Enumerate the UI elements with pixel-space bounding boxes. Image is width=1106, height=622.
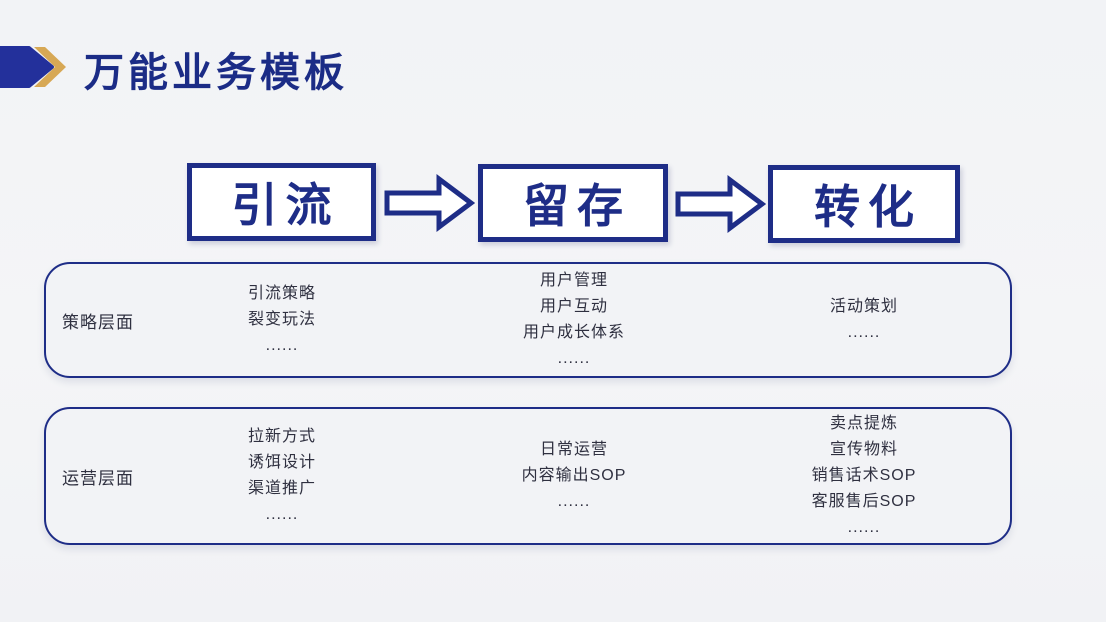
operations-band: 运营层面 拉新方式 诱饵设计 渠道推广 ...... 日常运营 内容输出SOP … <box>44 407 1012 545</box>
column-item: ...... <box>557 493 591 510</box>
column-item: 用户成长体系 <box>522 324 625 341</box>
stage-box-conversion: 转化 <box>768 165 960 243</box>
column-item: 内容输出SOP <box>521 467 627 484</box>
column-item: 用户互动 <box>539 298 608 315</box>
column-item: ...... <box>847 324 881 341</box>
operations-retention-column: 日常运营 内容输出SOP ...... <box>454 409 694 543</box>
flow-arrow-icon <box>384 174 475 232</box>
column-item: ...... <box>847 519 881 536</box>
operations-conversion-column: 卖点提炼 宣传物料 销售话术SOP 客服售后SOP ...... <box>744 409 984 543</box>
column-item: 客服售后SOP <box>811 493 917 510</box>
column-item: 用户管理 <box>539 272 608 289</box>
strategy-conversion-column: 活动策划 ...... <box>744 264 984 376</box>
column-item: 销售话术SOP <box>811 467 917 484</box>
column-item: 诱饵设计 <box>247 454 316 471</box>
strategy-retention-column: 用户管理 用户互动 用户成长体系 ...... <box>454 264 694 376</box>
strategy-band: 策略层面 引流策略 裂变玩法 ...... 用户管理 用户互动 用户成长体系 .… <box>44 262 1012 378</box>
stage-box-retention: 留存 <box>478 164 668 242</box>
column-item: ...... <box>265 506 299 523</box>
flow-arrow-icon <box>675 175 766 233</box>
page-title: 万能业务模板 <box>84 51 348 95</box>
strategy-traffic-column: 引流策略 裂变玩法 ...... <box>162 264 402 376</box>
column-item: 拉新方式 <box>247 428 316 445</box>
column-item: 日常运营 <box>539 441 608 458</box>
double-chevron-icon <box>0 46 66 88</box>
column-item: 裂变玩法 <box>247 311 316 328</box>
column-item: 卖点提炼 <box>829 415 898 432</box>
row-label: 运营层面 <box>62 468 134 488</box>
column-item: ...... <box>265 337 299 354</box>
stage-box-traffic: 引流 <box>187 163 376 241</box>
column-item: 活动策划 <box>829 298 898 315</box>
column-item: 引流策略 <box>247 285 316 302</box>
column-item: ...... <box>557 350 591 367</box>
operations-traffic-column: 拉新方式 诱饵设计 渠道推广 ...... <box>162 409 402 543</box>
column-item: 渠道推广 <box>247 480 316 497</box>
column-item: 宣传物料 <box>829 441 898 458</box>
row-label: 策略层面 <box>62 312 134 332</box>
